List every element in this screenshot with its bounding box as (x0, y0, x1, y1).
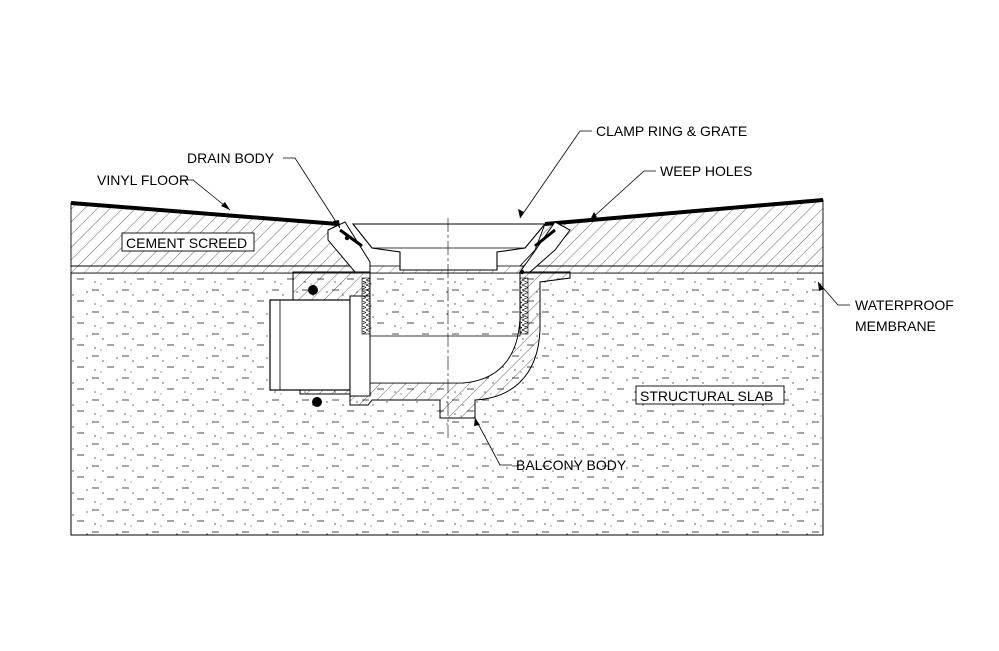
vinyl-floor (70, 198, 824, 226)
cement-screed-label-box (121, 232, 255, 252)
structural-slab-label: STRUCTURAL SLAB (640, 388, 773, 404)
balcony-body-label: BALCONY BODY (516, 457, 627, 473)
drain-body-label: DRAIN BODY (187, 150, 275, 166)
leader-lines (181, 130, 850, 466)
vinyl-floor-label: VINYL FLOOR (97, 172, 189, 188)
weep-holes-label: WEEP HOLES (660, 163, 752, 179)
waterproof-membrane-label-line2: MEMBRANE (855, 318, 936, 334)
weep-hole-left (344, 235, 350, 241)
leader-arrowheads (221, 202, 824, 426)
cement-screed-label: CEMENT SCREED (126, 235, 247, 251)
weep-hole-right (519, 269, 525, 275)
balcony-body (269, 271, 571, 419)
waterproof-membrane-label-line1: WATERPROOF (855, 297, 954, 313)
drain-body (327, 221, 571, 275)
clamp-ring-grate-label: CLAMP RING & GRATE (596, 123, 747, 139)
structural-slab-label-box (635, 385, 785, 405)
clamp-ring-grate (351, 223, 547, 271)
